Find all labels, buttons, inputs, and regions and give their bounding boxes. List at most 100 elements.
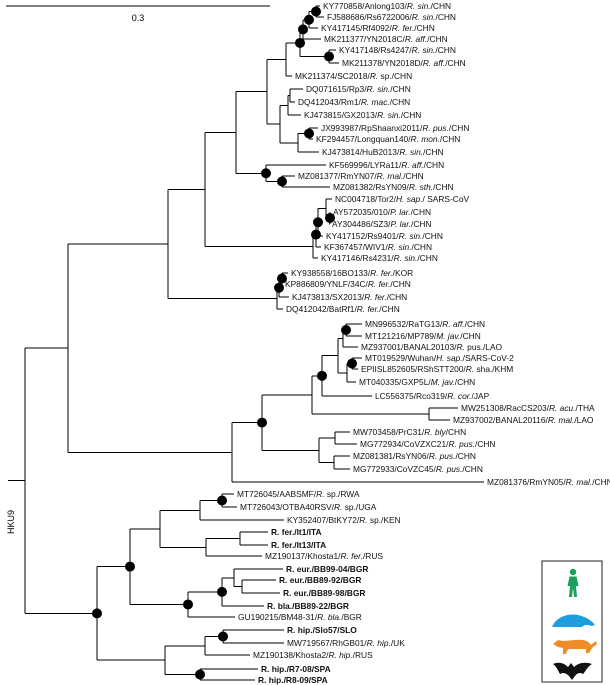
leaf-label-segment: / SARS-CoV <box>423 194 470 204</box>
leaf-label-segment: R. hip./R7-08/SPA <box>261 664 331 674</box>
leaf-label-segment: /CHN <box>387 292 407 302</box>
leaf-label: MT726045/AABSMF/R. sp./RWA <box>237 489 360 499</box>
leaf-label-segment: KY417152/Rs9401/ <box>326 231 399 241</box>
leaf-label-segment: R. fer./It1/ITA <box>271 527 322 537</box>
leaf-label-segment: DQ412043/Rm1/ <box>298 97 362 107</box>
leaf-label-segment: M. jav. <box>436 331 460 341</box>
leaf-label: KJ473814/HuB2013/R. sin./CHN <box>322 147 444 157</box>
leaf-label-segment: R. sin. <box>388 242 412 252</box>
bootstrap-support-node <box>217 495 227 506</box>
leaf-label: AY304486/SZ3/P. lar./CHN <box>332 219 431 229</box>
leaf-label: NC004718/Tor2/H. sap./ SARS-CoV <box>335 194 470 204</box>
leaf-label-segment: FJ588686/Rs6722006/ <box>327 12 412 22</box>
leaf-label: MT726043/OTBA40RSV/R. sp./UGA <box>240 502 377 512</box>
leaf-label: R. fer./It1/ITA <box>271 527 322 537</box>
leaf-label-segment: /CHN <box>465 319 485 329</box>
bootstrap-support-node <box>311 229 321 240</box>
leaf-label-segment: KF569996/LYRa11/ <box>329 160 402 170</box>
leaf-label: R. hip./R7-08/SPA <box>261 664 331 674</box>
leaf-label-segment: /CHN <box>446 427 466 437</box>
leaf-label-segment: R. mal. <box>566 477 593 487</box>
leaf-label-segment: MK211378/YN2018D/ <box>342 58 424 68</box>
scale-bar: 0.3 <box>6 5 270 23</box>
bootstrap-support-node <box>92 608 102 619</box>
bootstrap-support-node <box>317 370 327 381</box>
leaf-label-segment: R. <box>334 502 342 512</box>
bootstrap-support-node <box>347 358 357 369</box>
leaf-label: KP886809/YNLF/34C/R. fer./CHN <box>285 279 411 289</box>
leaf-label-segment: R. fer. <box>357 304 380 314</box>
support-nodes <box>92 6 357 680</box>
leaf-label: MW251308/RacCS203/R. acu./THA <box>461 403 595 413</box>
leaf-label-segment: /CHN <box>424 160 444 170</box>
leaf-label: R. eur./BB89-98/BGR <box>283 588 365 598</box>
leaf-label: R. bla./BB89-22/BGR <box>267 601 349 611</box>
leaf-label-segment: sp./CHN <box>378 71 412 81</box>
leaf-label-segment: MT121216/MP789/ <box>365 331 437 341</box>
bootstrap-support-node <box>217 586 227 597</box>
leaf-label-segment: /CHN <box>390 279 410 289</box>
leaf-label-segment: R. sin. <box>412 45 436 55</box>
leaf-label: DQ071615/Rp3/R. sin./CHN <box>306 84 411 94</box>
leaf-label-segment: /CHN <box>412 242 432 252</box>
leaf-label-segment: AY304486/SZ3/ <box>332 219 391 229</box>
leaf-label-segment: R. fer. <box>368 279 391 289</box>
bootstrap-support-node <box>277 176 287 187</box>
leaf-label-segment: MG772934/CoVZXC21/ <box>360 439 449 449</box>
bat-icon <box>553 662 592 680</box>
leaf-label-segment: R. mac. <box>361 97 390 107</box>
leaf-label-segment: /CHN <box>427 34 447 44</box>
leaf-label: KY352407/BtKY72/R. sp./KEN <box>287 515 401 525</box>
bootstrap-support-node <box>257 417 267 428</box>
leaf-label: R. hip./R8-09/SPA <box>258 675 328 685</box>
leaf-label-segment: R. eur./BB99-04/BGR <box>286 564 368 574</box>
leaf-label-segment: R. acu. <box>549 403 576 413</box>
leaf-label-segment: R. fer. <box>364 292 387 302</box>
bootstrap-support-node <box>341 325 351 335</box>
leaf-label-segment: pus./LAO <box>465 342 503 352</box>
leaf-label-segment: JX993987/RpShaanxi2011/ <box>321 123 423 133</box>
leaf-label-segment: R. hip. <box>328 650 352 660</box>
leaf-label-segment: R. mon. <box>411 134 440 144</box>
leaf-label-segment: MZ081376/RmYN05/ <box>487 477 566 487</box>
leaf-label: GU190215/BM48-31/R. bla./BGR <box>238 612 362 622</box>
leaf-label: MG772933/CoVZC45/R. pus./CHN <box>353 464 483 474</box>
leaf-label-segment: R. bla. <box>317 612 341 622</box>
human-icon <box>567 568 579 597</box>
leaf-label-segment: /UK <box>391 638 405 648</box>
leaf-label-segment: R. hip./Slo57/SLO <box>287 625 357 635</box>
leaf-label-segment: sp./RWA <box>325 489 360 499</box>
leaf-label-segment: /CHN <box>431 1 451 11</box>
leaf-label: MZ937001/BANAL20103/R. pus./LAO <box>361 342 503 352</box>
leaf-label-segment: R. sin. <box>399 147 423 157</box>
leaf-label-segment: R. cor. <box>447 391 471 401</box>
leaf-label-segment: R. sth. <box>409 182 433 192</box>
leaf-label-segment: R. aff. <box>401 160 423 170</box>
leaf-label-segment: MT726043/OTBA40RSV/ <box>240 502 335 512</box>
leaf-label-segment: R. sin. <box>377 110 401 120</box>
leaf-label: AY572035/010/P. lar./CHN <box>333 207 431 217</box>
leaf-label: MT121216/MP789/M. jav./CHN <box>365 331 481 341</box>
leaf-label-segment: /THA <box>576 403 595 413</box>
leaf-label-segment: sp./KEN <box>368 515 401 525</box>
leaf-label: KY938558/16BO133/R. fer./KOR <box>291 268 413 278</box>
leaf-label-segment: /CHN <box>411 219 431 229</box>
leaf-label-segment: R. fer. <box>392 23 415 33</box>
leaf-label-segment: R. pus. <box>436 464 463 474</box>
leaf-label-segment: MZ081381/RsYN06/ <box>353 451 430 461</box>
bootstrap-support-node <box>325 213 335 223</box>
leaf-label-segment: R. <box>370 71 378 81</box>
leaf-label-segment: MK211374/SC2018/ <box>295 71 370 81</box>
leaf-labels: KY770858/Anlong103/R. sin./CHNFJ588686/R… <box>237 1 610 685</box>
leaf-label-segment: sp./UGA <box>342 502 376 512</box>
bootstrap-support-node <box>295 37 305 48</box>
leaf-label-segment: /LAO <box>574 415 594 425</box>
leaf-label-segment: R. bly <box>424 427 446 437</box>
leaf-label-segment: MW703458/PrC31/ <box>353 427 425 437</box>
leaf-label: EPIISL852605/RShSTT200/R. sha./KHM <box>361 364 513 374</box>
leaf-label-segment: KJ473813/SX2013/ <box>292 292 365 302</box>
leaf-label-segment: R. <box>456 342 464 352</box>
leaf-label-segment: /CHN <box>379 304 399 314</box>
leaf-label-segment: MN996532/RaTG13/ <box>365 319 443 329</box>
